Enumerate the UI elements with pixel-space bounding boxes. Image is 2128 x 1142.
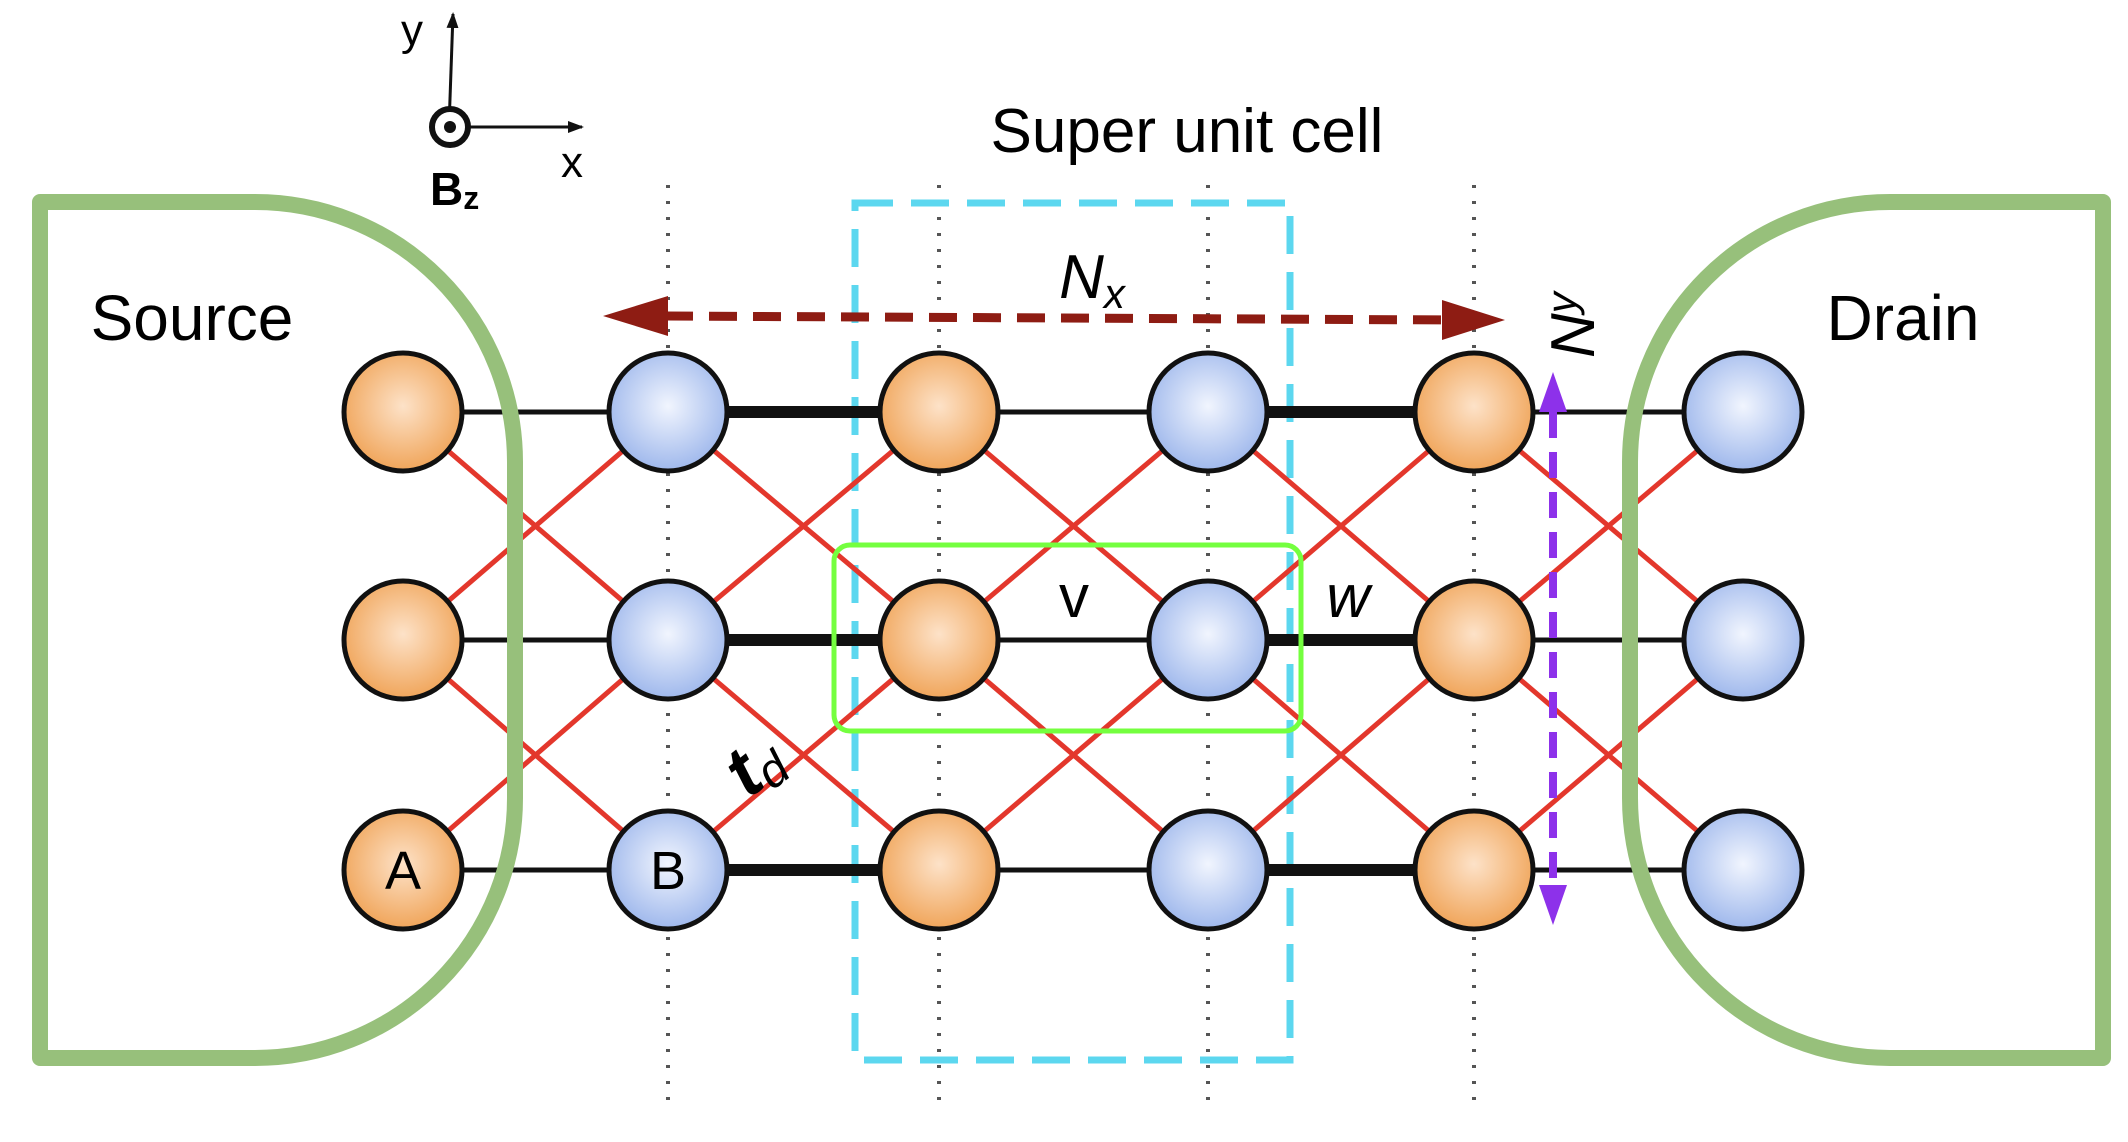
site-a xyxy=(341,808,465,932)
site-a xyxy=(877,578,1001,702)
drain-label: Drain xyxy=(1827,282,1980,354)
super-unit-cell-label: Super unit cell xyxy=(991,97,1384,166)
ny-label-main: N xyxy=(1539,313,1608,358)
site-a xyxy=(341,350,465,474)
nx-label-main: N xyxy=(1059,243,1104,312)
super-unit-cell-box xyxy=(851,199,1294,1064)
nx-label-subscript: x xyxy=(1102,270,1127,317)
x-axis-label: x xyxy=(561,138,583,187)
site-b xyxy=(1681,808,1805,932)
site-a xyxy=(341,578,465,702)
ny-label: Ny xyxy=(1538,289,1608,358)
unit-cell-box xyxy=(831,542,1304,734)
drain-lead xyxy=(1622,194,2111,1066)
y-axis-label: y xyxy=(401,6,423,55)
nx-label: Nx xyxy=(1059,243,1127,317)
site-b xyxy=(1146,578,1270,702)
site-a xyxy=(1412,578,1536,702)
horizontal-bonds xyxy=(403,406,1743,876)
site-b xyxy=(1146,808,1270,932)
field-label-subscript: z xyxy=(463,180,479,216)
site-b-label: B xyxy=(650,841,686,901)
site-a xyxy=(877,350,1001,474)
source-lead xyxy=(32,194,523,1066)
site-a xyxy=(877,808,1001,932)
site-b xyxy=(606,808,730,932)
nx-arrow xyxy=(603,296,1505,340)
source-label: Source xyxy=(91,282,294,354)
ny-arrow xyxy=(1539,372,1567,925)
v-label: v xyxy=(1059,563,1089,630)
field-label-main: B xyxy=(430,163,463,215)
field-label: Bz xyxy=(430,163,479,216)
site-b xyxy=(1681,350,1805,474)
ny-label-subscript: y xyxy=(1538,289,1585,316)
site-b xyxy=(1681,578,1805,702)
site-b xyxy=(606,578,730,702)
site-a xyxy=(1412,808,1536,932)
site-b xyxy=(606,350,730,474)
site-b xyxy=(1146,350,1270,474)
coordinate-axes: y x Bz xyxy=(401,6,584,216)
lattice-sites xyxy=(341,350,1805,932)
site-a-label: A xyxy=(385,841,421,901)
site-a xyxy=(1412,350,1536,474)
w-label: w xyxy=(1326,563,1373,630)
